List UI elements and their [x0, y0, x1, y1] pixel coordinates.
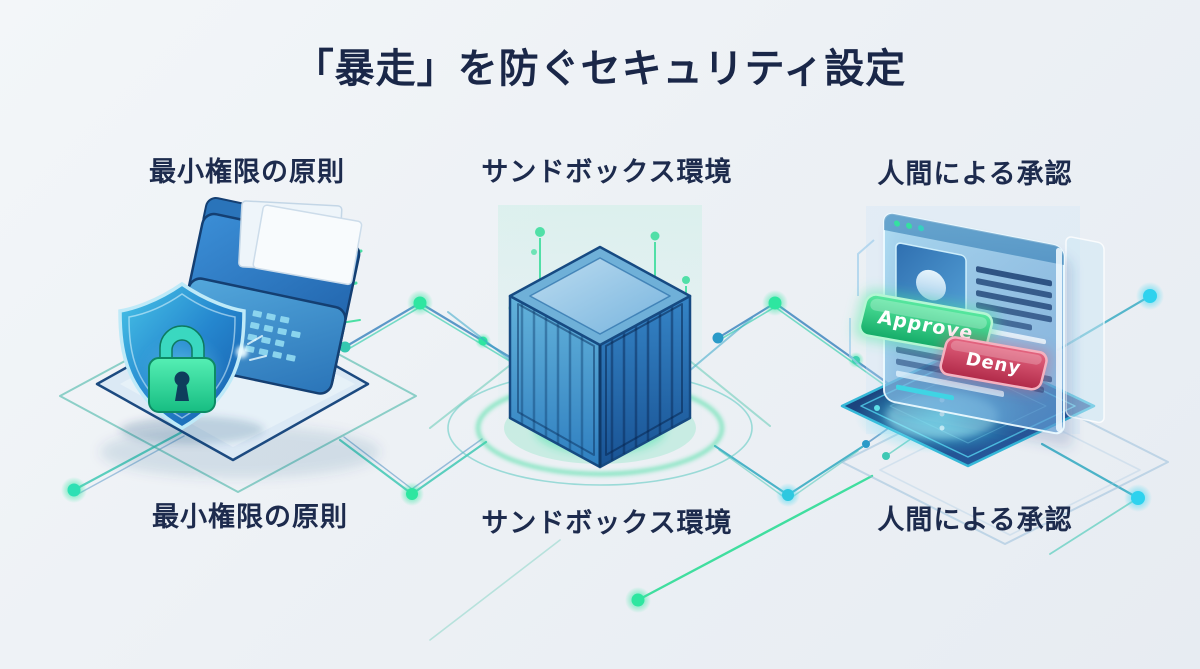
page-title: 「暴走」を防ぐセキュリティ設定 — [293, 46, 907, 92]
illustration-human-approval: Approve Deny — [840, 206, 1169, 545]
bracket-decoration — [849, 239, 875, 369]
label-top-human-approval: 人間による承認 — [877, 159, 1073, 190]
container-cube-icon — [508, 245, 692, 469]
label-bottom-sandbox: サンドボックス環境 — [481, 508, 733, 539]
padlock-icon — [136, 325, 228, 413]
shield-lock-icon — [118, 281, 267, 431]
deny-button: Deny — [936, 333, 1052, 394]
window-titlebar — [884, 213, 1064, 265]
illustration-least-privilege — [59, 197, 417, 493]
label-bottom-human-approval: 人間による承認 — [877, 505, 1073, 536]
label-bottom-least-privilege: 最小権限の原則 — [152, 502, 348, 533]
label-top-sandbox: サンドボックス環境 — [481, 157, 733, 188]
circuit-node-dots — [61, 282, 1164, 613]
label-top-least-privilege: 最小権限の原則 — [149, 157, 345, 188]
illustration-sandbox — [429, 205, 771, 641]
shield-glint — [236, 346, 248, 358]
